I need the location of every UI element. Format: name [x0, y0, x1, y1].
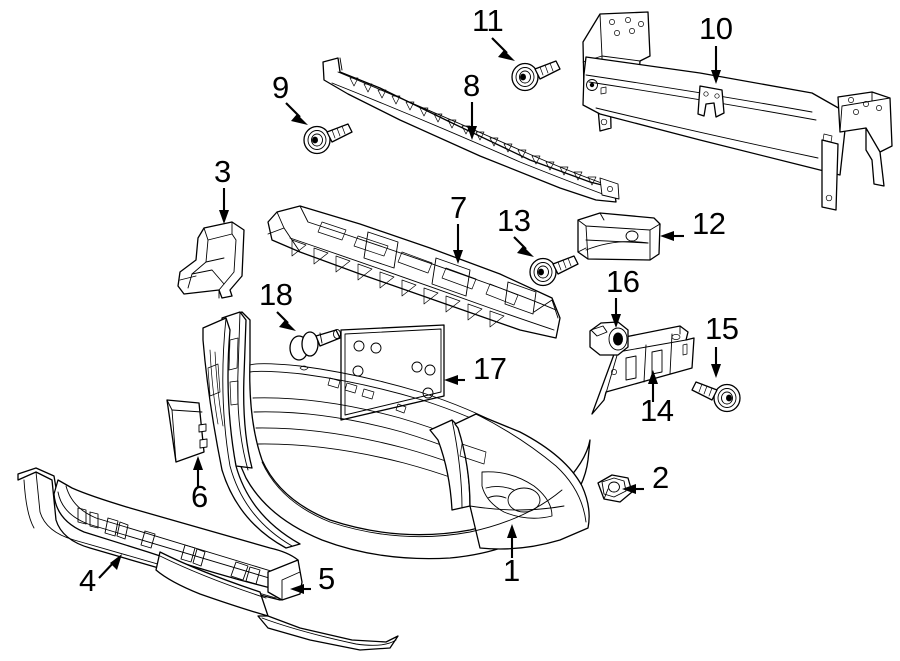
part-tow-eye-cover[interactable]	[166, 399, 208, 463]
callout-label-1[interactable]: 1	[503, 553, 520, 588]
part-hex-flange-bolt-15[interactable]	[691, 381, 741, 413]
part-side-bracket-left[interactable]	[177, 221, 245, 299]
part-park-assist-sensor[interactable]	[589, 321, 629, 356]
part-push-pin-retainer[interactable]	[289, 329, 341, 361]
part-hex-flange-bolt-9[interactable]	[303, 123, 353, 155]
callout-label-5[interactable]: 5	[318, 561, 335, 596]
part-front-bumper-cover[interactable]	[202, 311, 591, 560]
callout-label-15[interactable]: 15	[705, 311, 739, 346]
callout-label-3[interactable]: 3	[214, 154, 231, 189]
callout-label-9[interactable]: 9	[272, 70, 289, 105]
callout-leaders	[98, 37, 721, 594]
part-hex-flange-bolt-13[interactable]	[529, 255, 579, 287]
callout-label-11[interactable]: 11	[472, 3, 504, 38]
callout-label-6[interactable]: 6	[191, 479, 208, 514]
callout-label-2[interactable]: 2	[652, 460, 669, 495]
part-bumper-reinforcement-bar[interactable]	[582, 11, 893, 211]
callout-label-4[interactable]: 4	[79, 563, 96, 598]
part-lower-impact-bar[interactable]	[322, 57, 620, 203]
callout-label-14[interactable]: 14	[640, 393, 674, 428]
callout-label-17[interactable]: 17	[473, 351, 507, 386]
part-lower-valance[interactable]	[17, 467, 399, 651]
part-license-plate-bracket[interactable]	[340, 324, 445, 421]
part-impact-absorber-block[interactable]	[577, 212, 661, 261]
part-energy-absorber[interactable]	[267, 205, 561, 339]
callout-label-10[interactable]: 10	[699, 11, 733, 46]
callout-label-8[interactable]: 8	[463, 68, 480, 103]
callout-label-13[interactable]: 13	[497, 203, 531, 238]
callout-label-7[interactable]: 7	[450, 190, 467, 225]
part-hex-flange-bolt-11[interactable]	[511, 60, 561, 92]
callout-label-16[interactable]: 16	[606, 264, 640, 299]
callout-label-12[interactable]: 12	[692, 206, 726, 241]
callout-label-18[interactable]: 18	[259, 277, 293, 312]
